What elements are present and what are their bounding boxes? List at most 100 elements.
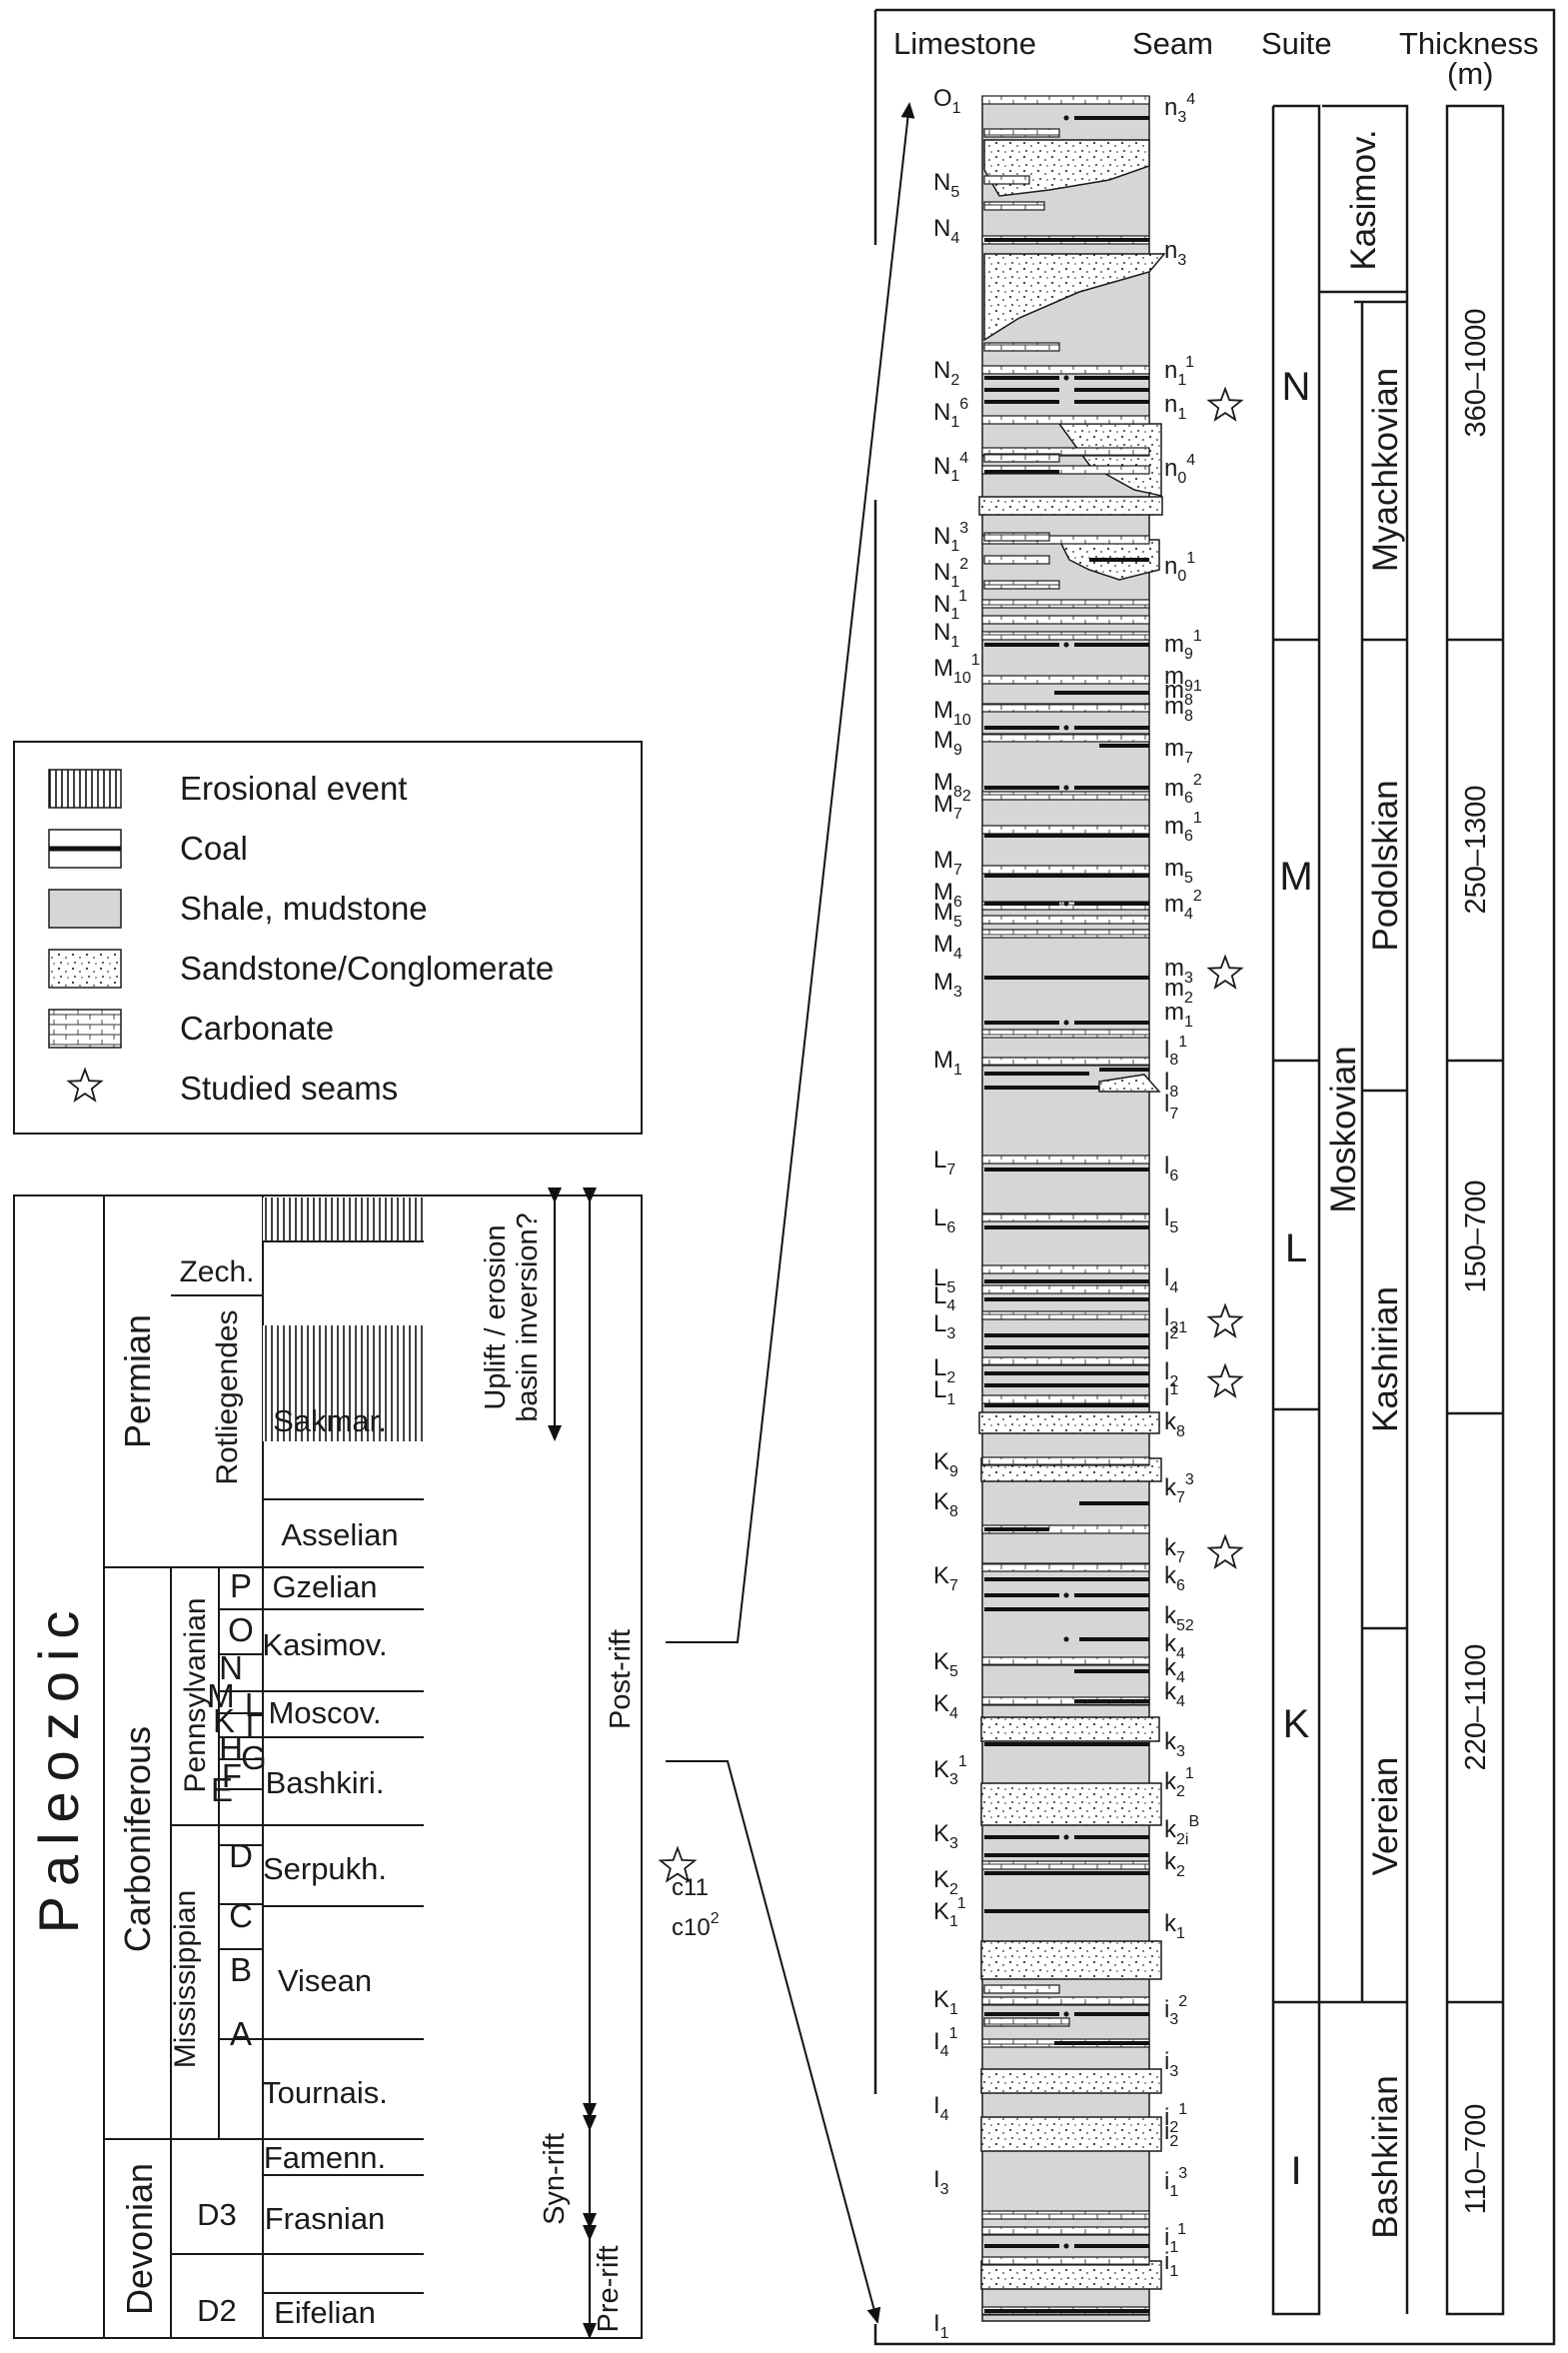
strat-label-M4: M4 xyxy=(933,931,962,963)
sandstone-bed-9 xyxy=(980,1782,1162,1826)
strat-label-m6-2: m62 xyxy=(1164,772,1202,807)
stage-label: Eifelian xyxy=(274,2295,376,2330)
tectonic-pre-rift: Pre-rift xyxy=(593,2246,625,2333)
coal-split-dot xyxy=(1063,725,1069,731)
strat-label-l8: l8 xyxy=(1164,1069,1178,1101)
strat-label-i2: i2 xyxy=(1164,2118,1178,2150)
carbonate-bed xyxy=(983,128,1060,138)
strat-label-k7-3: k73 xyxy=(1164,1471,1194,1506)
strat-label-K8: K8 xyxy=(933,1488,958,1520)
carbonate-bed xyxy=(983,1984,1060,1994)
substage-kashirian: Kashirian xyxy=(1366,1286,1405,1432)
header-thickness: Thickness(m) xyxy=(1399,26,1539,91)
carbonate-bed xyxy=(981,415,1150,425)
thickness-m: 250–1300 xyxy=(1460,785,1492,914)
stage-label: Serpukh. xyxy=(263,1851,387,1886)
suite-i: I xyxy=(1290,2149,1301,2193)
carbonate-bed xyxy=(981,1356,1150,1366)
strat-label-n3: n3 xyxy=(1164,237,1186,269)
strat-letter: D xyxy=(229,1837,253,1874)
strat-label-N1-1: N11 xyxy=(933,588,967,623)
strat-label-L6: L6 xyxy=(933,1204,955,1236)
strat-letter: H xyxy=(219,1729,243,1766)
coal-split-dot xyxy=(1063,901,1069,907)
suite-n: N xyxy=(1282,365,1311,409)
c10-label: c102 xyxy=(672,1910,720,1941)
strat-letter: D3 xyxy=(197,2197,237,2232)
strat-label-m9-1: m91 xyxy=(1164,628,1202,663)
sandstone-bed-2 xyxy=(983,253,1166,342)
strat-label-L7: L7 xyxy=(933,1147,955,1178)
carbonate-bed xyxy=(983,175,1030,185)
strat-label-l4: l4 xyxy=(1164,1264,1178,1296)
stage-label: Tournais. xyxy=(262,2075,388,2110)
carbonate-bed xyxy=(981,465,1150,475)
carbonate-bed xyxy=(983,201,1045,211)
strat-letter: F xyxy=(222,1757,242,1794)
carbonate-bed xyxy=(981,615,1150,625)
strat-label-k2-1: k21 xyxy=(1164,1765,1194,1800)
strat-label-L5: L5 xyxy=(933,1264,955,1296)
strat-label-L4: L4 xyxy=(933,1282,955,1314)
strat-label-K1: K1 xyxy=(933,1986,958,2018)
strat-label-k1: k1 xyxy=(1164,1910,1185,1942)
legend-sandstone-swatch xyxy=(48,949,122,989)
strat-label-m6-1: m61 xyxy=(1164,810,1202,845)
legend-label-coal: Coal xyxy=(180,830,248,867)
strat-label-K4: K4 xyxy=(933,1690,958,1722)
connector-lines xyxy=(666,102,915,2324)
stage-label: Asselian xyxy=(281,1517,398,1552)
carbonate-bed xyxy=(981,1212,1150,1222)
strat-label-K1-1: K11 xyxy=(933,1895,966,1930)
strat-label-M8: M8 xyxy=(933,769,962,801)
strat-label-l7: l7 xyxy=(1164,1091,1178,1123)
carbonate-bed xyxy=(981,1562,1150,1572)
strat-label-K9: K9 xyxy=(933,1448,958,1480)
strat-letter: K xyxy=(213,1702,235,1739)
strat-label-L1: L1 xyxy=(933,1376,955,1408)
c-seam-star-icon xyxy=(658,1845,698,1883)
strat-label-l1: l1 xyxy=(1164,1381,1178,1411)
strat-label-i3: i3 xyxy=(1164,2048,1178,2080)
carbonate-bed xyxy=(981,733,1150,743)
carbonate-bed xyxy=(981,1524,1150,1534)
strat-label-n1-1: n11 xyxy=(1164,354,1194,389)
strat-letter: C xyxy=(229,1897,253,1934)
sandstone-bed-10 xyxy=(980,1940,1162,1980)
suite-columns xyxy=(1271,104,1505,2316)
strat-label-l5: l5 xyxy=(1164,1204,1178,1236)
coal-split-dot xyxy=(1063,115,1069,121)
zechstein-erosion xyxy=(263,1197,424,1241)
substage-bashkirian: Bashkirian xyxy=(1366,2075,1405,2238)
strat-label-m2: m2 xyxy=(1164,975,1193,1007)
strat-letter: N xyxy=(219,1649,243,1686)
coal-split-dot xyxy=(1063,2011,1069,2017)
studied-seam-star-icon xyxy=(1206,1302,1244,1338)
suite-k: K xyxy=(1283,1702,1310,1746)
suite-m: M xyxy=(1279,855,1312,899)
strat-label-M6: M6 xyxy=(933,879,962,911)
strat-label-l2b: l2 xyxy=(1164,1358,1178,1390)
stage-label: Gzelian xyxy=(272,1569,377,1604)
carbonate-bed xyxy=(981,791,1150,801)
strat-label-i3-2: i32 xyxy=(1164,1993,1187,2028)
carbonate-bed xyxy=(981,1057,1150,1067)
stage-label: Famenn. xyxy=(264,2140,386,2175)
strat-label-n0-4: n04 xyxy=(1164,452,1195,487)
suite-labels: N M L K I Kasimov. Moskovian Myachkovian… xyxy=(1279,129,1492,2238)
carbonate-bed xyxy=(981,1310,1150,1320)
carbonate-bed xyxy=(981,1860,1150,1870)
sandstone-bed-12 xyxy=(980,2116,1162,2152)
strat-letter: L xyxy=(245,1686,263,1723)
strat-label-l8-1: l81 xyxy=(1164,1034,1187,1069)
strat-letter: B xyxy=(230,1951,252,1988)
carbonate-bed xyxy=(981,365,1150,375)
strat-label-k8: k8 xyxy=(1164,1408,1185,1440)
limestone-labels: O1N5N4N2N16N14N13N12N11N1M101M10M9M8M72M… xyxy=(933,85,980,2342)
thickness-l: 150–700 xyxy=(1460,1180,1492,1293)
carbonate-bed xyxy=(981,1996,1150,2006)
carbonate-bed xyxy=(981,675,1150,685)
carbonate-bed xyxy=(981,631,1150,641)
strat-label-l6: l6 xyxy=(1164,1153,1178,1184)
header-seam: Seam xyxy=(1132,26,1213,61)
